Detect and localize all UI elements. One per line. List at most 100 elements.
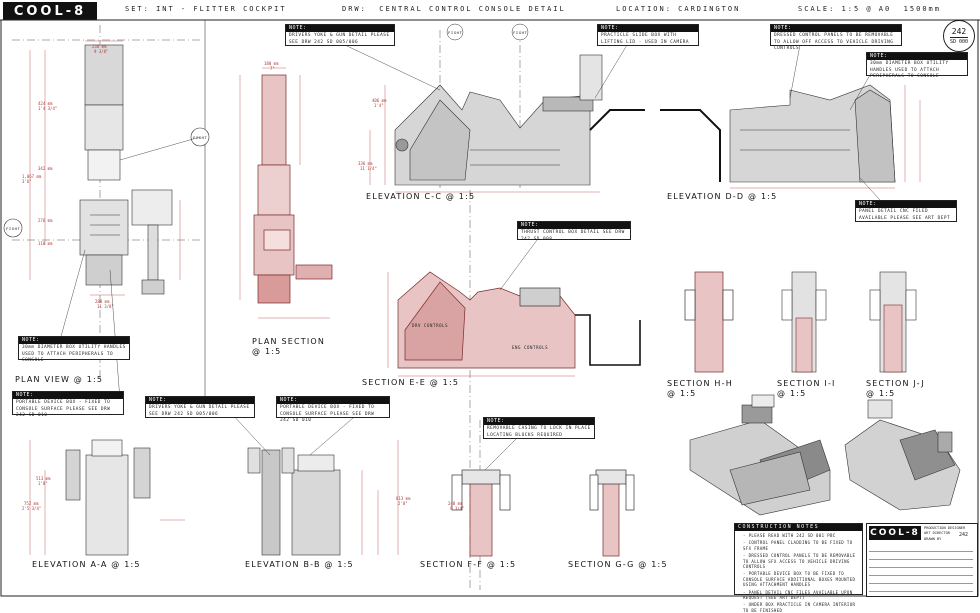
eng-controls-label: ENG CONTROLS — [512, 345, 548, 350]
dimension-label: 1'4 3/4" — [38, 106, 57, 111]
view-label-section-gg: SECTION G-G @ 1:5 — [568, 560, 668, 569]
dimension-label: 288 mm — [95, 299, 110, 304]
view-label-plan: PLAN VIEW @ 1:5 — [15, 375, 104, 384]
sheet-border — [0, 19, 979, 597]
plan-section-drawing — [253, 74, 333, 304]
dimension-label: 336 mm — [358, 161, 373, 166]
view-label-section-ii-scale: @ 1:5 — [777, 389, 807, 398]
note-text: 30mm DIAMETER BOX UTILITY HANDLES USED T… — [22, 345, 126, 364]
elevation-aa-drawing — [65, 439, 151, 556]
section-ee-dimensions — [387, 272, 575, 377]
note-thrust-control: NOTE: THRUST CONTROL BOX DETAIL SEE DRW … — [517, 221, 631, 242]
note-text: THRUST CONTROL BOX DETAIL SEE DRW 242 SD… — [521, 230, 625, 242]
note-title: NOTE: — [484, 418, 594, 425]
location-value: CARDINGTON — [678, 5, 741, 13]
dimension-label: 11 3/8" — [97, 304, 114, 309]
drawing-canvas: FIGHT FIGHT 238 mm 9 3/8" 424 mm 1'4 3/4… — [0, 19, 980, 597]
section-ff-drawing — [451, 469, 511, 557]
set-label: SET: — [125, 5, 150, 13]
note-title: NOTE: — [19, 337, 129, 344]
section-gg-drawing — [589, 469, 635, 557]
title-block-logo: COOL-8 — [869, 526, 921, 540]
view-label-section-ee: SECTION E-E @ 1:5 — [362, 378, 460, 387]
section-hh-drawing — [684, 271, 734, 373]
view-label-section-hh: SECTION H-H — [667, 379, 733, 388]
fight-marker-label: FIGHT — [6, 226, 21, 231]
scale-field: SCALE: 1:5 @ A0 1500mm — [798, 0, 941, 18]
note-title: NOTE: — [518, 222, 630, 229]
construction-notes-title: CONSTRUCTION NOTES — [735, 524, 862, 531]
note-panel-detail: NOTE: PANEL DETAIL CNC FILED AVAILABLE P… — [855, 200, 957, 222]
list-item: - PANEL DETAIL CNC FILES AVAILABLE UPON … — [743, 589, 853, 600]
note-removable-casing: NOTE: REMOVABLE CASING TO LOCK IN PLACE … — [483, 417, 595, 439]
section-ee-drawing — [397, 271, 641, 369]
note-title: NOTE: — [856, 201, 956, 208]
set-value: INT - FLITTER COCKPIT — [156, 5, 287, 13]
fight-marker-label: FIGHT — [448, 30, 463, 35]
view-label-section-hh-scale: @ 1:5 — [667, 389, 697, 398]
plan-view-drawing — [79, 44, 173, 295]
construction-notes-list: - PLEASE READ WITH 242 SD 001 PBC - CONT… — [735, 533, 862, 613]
construction-notes: CONSTRUCTION NOTES - PLEASE READ WITH 24… — [734, 523, 863, 613]
note-utility-handles: NOTE: 30mm DIAMETER BOX UTILITY HANDLES … — [866, 52, 968, 79]
elevation-cc-dimensions — [369, 85, 600, 193]
title-block: COOL-8 PRODUCTION DESIGNER ART DIRECTOR … — [866, 523, 978, 597]
dimension-label: 1'8" — [38, 481, 48, 486]
scale-value: 1:5 @ A0 — [841, 5, 892, 13]
scale-size: 1500mm — [903, 5, 941, 13]
elevation-dd-drawing — [660, 84, 896, 183]
view-label-section-ii: SECTION I-I — [777, 379, 836, 388]
note-utility-handles: NOTE: 30mm DIAMETER BOX UTILITY HANDLES … — [18, 336, 130, 363]
production-logo: COOL-8 — [3, 2, 97, 20]
dimension-label: 3'6" — [22, 179, 32, 184]
note-text: REMOVABLE CASING TO LOCK IN PLACE LOCATI… — [487, 426, 591, 438]
note-text: DRESSED CONTROL PANELS TO BE REMOVABLE T… — [774, 33, 894, 52]
note-portable-device: NOTE: PORTABLE DEVICE BOX - FIXED TO CON… — [12, 391, 124, 418]
plan-section-dimensions — [239, 67, 330, 319]
note-title: NOTE: — [146, 397, 254, 404]
location-field: LOCATION: CARDINGTON — [616, 0, 740, 18]
elevation-bb-dimensions — [361, 440, 399, 555]
title-block-line: PRODUCTION DESIGNER — [924, 526, 966, 530]
list-item: - DRESSED CONTROL PANELS TO BE REMOVABLE… — [743, 553, 856, 569]
title-block-line: DRAWN BY — [924, 536, 942, 541]
view-label-plan-section: PLAN SECTION — [252, 337, 326, 346]
fight-marker — [511, 23, 529, 41]
plan-view-dimensions — [29, 40, 181, 296]
isometric-render-left — [689, 394, 831, 516]
fight-marker-label: FIGHT — [513, 30, 528, 35]
note-title: NOTE: — [286, 25, 394, 32]
dimension-label: 276 mm — [38, 218, 53, 223]
view-label-elevation-dd: ELEVATION D-D @ 1:5 — [667, 192, 778, 201]
note-text: PRACTICLE SLIDE BOX WITH LIFTING LID - U… — [601, 33, 690, 45]
title-block-drawing-number: 242 — [959, 532, 969, 538]
note-text: PORTABLE DEVICE BOX - FIXED TO CONSOLE S… — [16, 400, 111, 419]
list-item: - CONTROL PANEL CLADDING TO BE FIXED TO … — [743, 540, 853, 551]
dimension-label: 9 3/4" — [450, 506, 464, 511]
note-control-panels: NOTE: DRESSED CONTROL PANELS TO BE REMOV… — [770, 24, 902, 51]
drawing-label: DRW: — [342, 5, 367, 13]
note-title: NOTE: — [867, 53, 967, 60]
view-label-section-ff: SECTION F-F @ 1:5 — [420, 560, 517, 569]
view-label-section-jj-scale: @ 1:5 — [866, 389, 896, 398]
dimension-label: 406 mm — [372, 98, 387, 103]
dimension-label: 11 1/4" — [360, 166, 377, 171]
dimension-label: 238 mm — [92, 44, 107, 49]
note-drivers-yoke: NOTE: DRIVERS YOKE & GUN DETAIL PLEASE S… — [145, 396, 255, 418]
isometric-render-right — [844, 399, 961, 511]
dimension-label: 752 mm — [24, 501, 39, 506]
note-text: DRIVERS YOKE & GUN DETAIL PLEASE SEE DRW… — [149, 405, 250, 417]
note-text: PORTABLE DEVICE BOX - FIXED TO CONSOLE S… — [280, 405, 375, 424]
note-title: NOTE: — [598, 25, 698, 32]
dimension-label: 1,067 mm — [22, 174, 42, 179]
view-label-plan-section-scale: @ 1:5 — [252, 347, 282, 356]
drawing-value: CENTRAL CONTROL CONSOLE DETAIL — [379, 5, 566, 13]
elevation-dd-dimensions — [730, 85, 921, 189]
fight-marker — [3, 218, 23, 238]
elevation-cc-drawing — [394, 54, 645, 186]
sheet-sub-number: SD 000 — [949, 37, 969, 45]
view-label-section-jj: SECTION J-J — [866, 379, 925, 388]
fight-marker-label: FIGHT — [193, 135, 208, 140]
note-title: NOTE: — [13, 392, 123, 399]
